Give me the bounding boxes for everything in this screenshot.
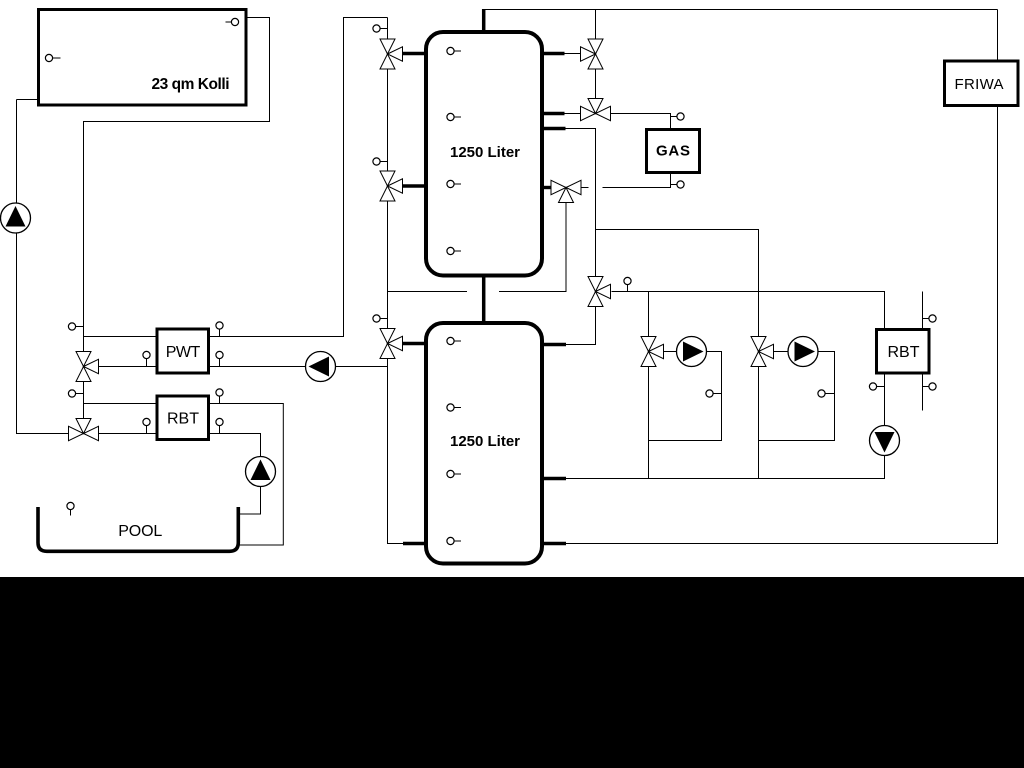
svg-text:GAS: GAS bbox=[656, 143, 690, 160]
svg-text:23 qm Kolli: 23 qm Kolli bbox=[152, 76, 230, 93]
svg-text:POOL: POOL bbox=[118, 523, 162, 540]
svg-text:1250 Liter: 1250 Liter bbox=[450, 144, 520, 161]
svg-text:1250 Liter: 1250 Liter bbox=[450, 433, 520, 450]
svg-text:FRIWA: FRIWA bbox=[955, 76, 1004, 93]
svg-text:PWT: PWT bbox=[166, 344, 201, 361]
svg-text:RBT: RBT bbox=[888, 344, 920, 361]
svg-text:RBT: RBT bbox=[167, 411, 199, 428]
